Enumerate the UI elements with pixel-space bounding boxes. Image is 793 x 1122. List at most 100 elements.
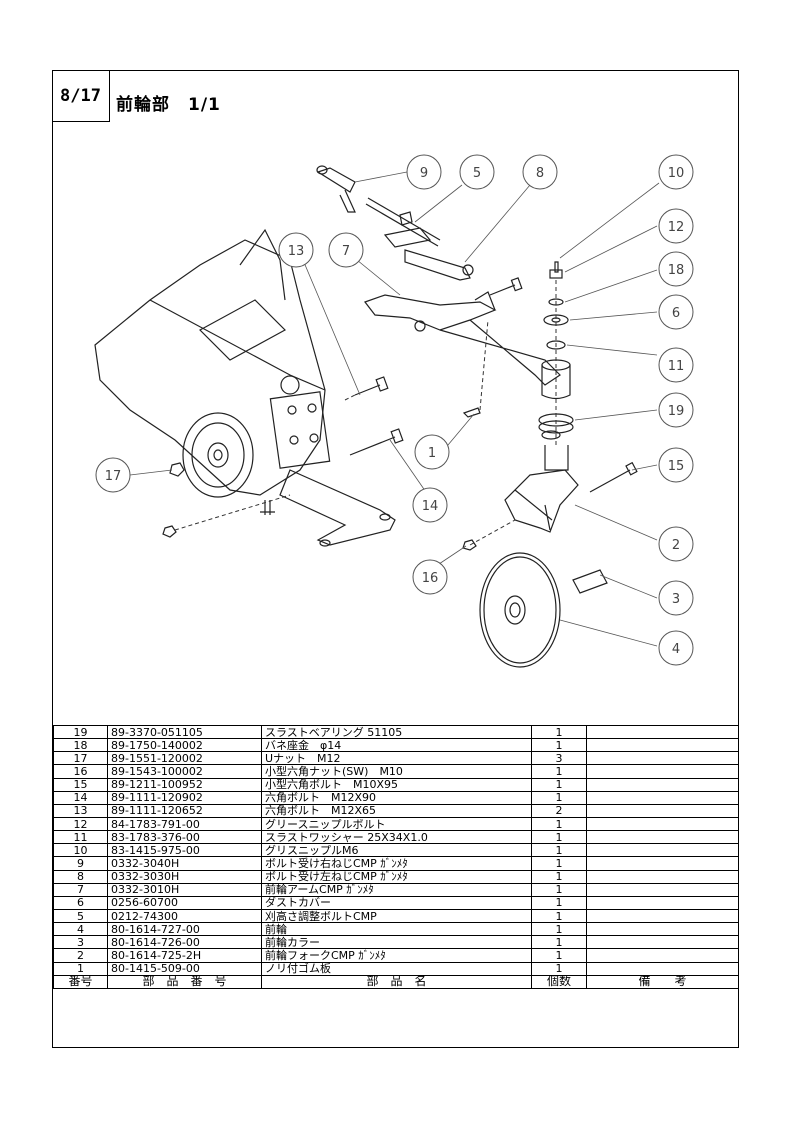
cell-qty: 1 (531, 961, 587, 976)
cell-name: 六角ボルト M12X90 (261, 790, 532, 805)
cell-part-number: 89-1111-120902 (107, 790, 262, 805)
cell-name: ボルト受け右ねじCMP ｶﾞﾝﾒﾀ (261, 856, 532, 871)
front-fork (504, 469, 579, 533)
callout-13: 13 (278, 232, 314, 268)
cell-no: 19 (53, 724, 108, 740)
cell-qty: 1 (531, 856, 587, 871)
cell-qty: 3 (531, 751, 587, 766)
callout-8: 8 (522, 154, 558, 190)
svg-text:7: 7 (342, 244, 350, 259)
cell-part-number: 83-1783-376-00 (107, 830, 262, 845)
svg-text:11: 11 (668, 359, 685, 374)
cell-name: 小型六角ボルト M10X95 (261, 777, 532, 792)
callout-15: 15 (658, 447, 694, 483)
cell-no: 18 (53, 738, 108, 753)
callout-5: 5 (459, 154, 495, 190)
cell-name: 前輪カラー (261, 935, 532, 950)
cell-qty: 1 (531, 777, 587, 792)
cell-no: 11 (53, 830, 108, 845)
svg-text:6: 6 (672, 306, 680, 321)
cell-part-number: 89-3370-051105 (107, 724, 262, 740)
cell-no: 10 (53, 843, 108, 858)
exploded-parts-diagram: 9 5 8 10 12 18 6 11 19 15 2 3 4 13 7 1 1… (94, 154, 694, 668)
cell-no: 9 (53, 856, 108, 871)
cell-remarks (586, 908, 739, 924)
cell-no: 5 (53, 908, 108, 924)
cell-name: グリスニップルM6 (261, 843, 532, 858)
cell-remarks (586, 922, 739, 937)
cell-remarks (586, 790, 739, 805)
cell-qty: 1 (531, 830, 587, 845)
cell-part-number: 89-1111-120652 (107, 803, 262, 818)
svg-text:1: 1 (428, 446, 436, 461)
cell-no: 7 (53, 882, 108, 897)
cell-part-number: 89-1750-140002 (107, 738, 262, 753)
cell-qty: 1 (531, 724, 587, 740)
cell-name: スラストワッシャー 25X34X1.0 (261, 830, 532, 845)
header-remarks: 備 考 (586, 974, 739, 989)
cell-part-number: 89-1211-100952 (107, 777, 262, 792)
cell-remarks (586, 751, 739, 766)
cell-qty: 1 (531, 922, 587, 937)
svg-text:14: 14 (422, 499, 439, 514)
cell-name: グリースニップルボルト (261, 816, 532, 832)
pulley (182, 412, 254, 498)
cell-remarks (586, 961, 739, 976)
front-wheel (479, 552, 561, 668)
cell-no: 16 (53, 764, 108, 779)
cell-remarks (586, 777, 739, 792)
svg-text:15: 15 (668, 459, 685, 474)
callout-16: 16 (412, 559, 448, 595)
cell-part-number: 80-1614-725-2H (107, 948, 262, 963)
cell-qty: 1 (531, 816, 587, 832)
callout-1: 1 (414, 434, 450, 470)
cell-remarks (586, 935, 739, 950)
cell-no: 3 (53, 935, 108, 950)
cell-remarks (586, 724, 739, 740)
cell-qty: 1 (531, 738, 587, 753)
callout-12: 12 (658, 208, 694, 244)
header-name: 部 品 名 (261, 974, 532, 989)
callout-11: 11 (658, 347, 694, 383)
cell-name: 刈高さ調整ボルトCMP (261, 908, 532, 924)
page-frame (52, 70, 739, 1048)
cell-no: 13 (53, 803, 108, 818)
callout-17: 17 (95, 457, 131, 493)
cell-no: 1 (53, 961, 108, 976)
cell-name: Uナット M12 (261, 751, 532, 766)
cell-remarks (586, 738, 739, 753)
cell-name: 前輪アームCMP ｶﾞﾝﾒﾀ (261, 882, 532, 897)
cell-remarks (586, 856, 739, 871)
cell-qty: 1 (531, 764, 587, 779)
cell-name: 前輪 (261, 922, 532, 937)
callout-4: 4 (658, 630, 694, 666)
callout-10: 10 (658, 154, 694, 190)
cell-qty: 1 (531, 895, 587, 910)
cell-remarks (586, 830, 739, 845)
callout-2: 2 (658, 526, 694, 562)
callout-3: 3 (658, 580, 694, 616)
cell-name: ボルト受け左ねじCMP ｶﾞﾝﾒﾀ (261, 869, 532, 884)
callout-19: 19 (658, 392, 694, 428)
svg-text:10: 10 (668, 166, 685, 181)
svg-text:3: 3 (672, 592, 680, 607)
cell-no: 4 (53, 922, 108, 937)
cell-name: ダストカバー (261, 895, 532, 910)
